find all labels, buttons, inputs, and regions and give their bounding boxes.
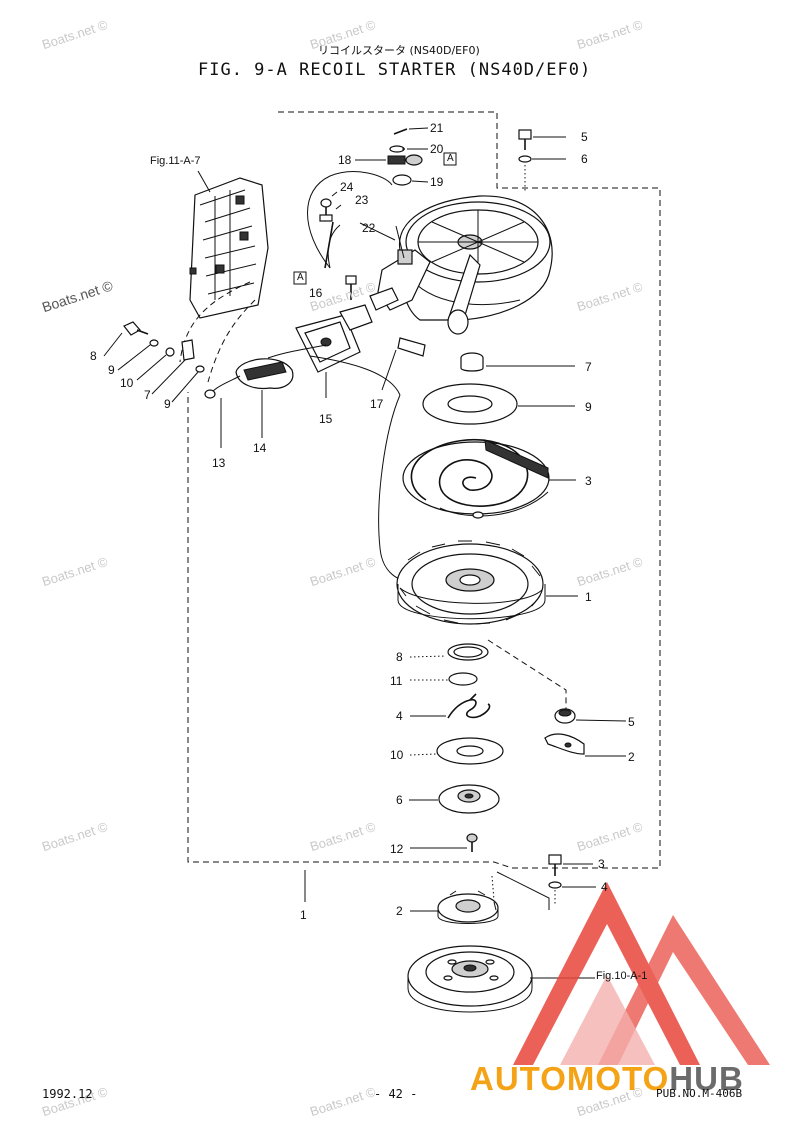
callout-11[interactable]: 11 — [390, 674, 403, 688]
o-ring-8 — [409, 643, 489, 661]
screw-and-clip — [319, 191, 342, 222]
reference-box-a-lower: A — [297, 272, 304, 283]
drive-hub-2 — [410, 871, 550, 924]
friction-plate-10 — [409, 737, 504, 765]
pawl-2 — [544, 733, 626, 757]
callout-12[interactable]: 12 — [390, 842, 404, 856]
mounting-bracket — [189, 177, 269, 319]
callout-21[interactable]: 21 — [430, 121, 444, 135]
rope-pulley-1 — [396, 540, 578, 625]
callout-19[interactable]: 19 — [430, 175, 444, 189]
brand-wordmark-auto: AUTOMOTO — [470, 1060, 670, 1097]
fig-reference-flywheel[interactable]: Fig.10-A-1 — [596, 970, 648, 982]
ring-11 — [410, 672, 478, 686]
callout-14[interactable]: 14 — [253, 441, 267, 455]
bolt-5-top — [518, 129, 566, 192]
callout-23[interactable]: 23 — [355, 193, 369, 207]
callout-22[interactable]: 22 — [362, 221, 376, 235]
brand-logo-mark — [513, 882, 770, 1065]
callout-13[interactable]: 13 — [212, 456, 226, 470]
callout-3-right[interactable]: 3 — [585, 474, 592, 488]
top-small-parts — [355, 127, 429, 186]
callout-10-center[interactable]: 10 — [390, 748, 404, 762]
callout-2-bottom[interactable]: 2 — [396, 904, 403, 918]
title-japanese: リコイルスタータ (NS40D/EF0) — [318, 44, 480, 57]
callout-9-right[interactable]: 9 — [585, 400, 592, 414]
callout-5-top[interactable]: 5 — [581, 130, 588, 144]
footer-publication-number: PUB.NO.M-406B — [656, 1087, 743, 1100]
screw-12 — [410, 833, 478, 852]
footer-page-number: - 42 - — [374, 1087, 418, 1101]
brand-wordmark: AUTOMOTOHUB — [470, 1060, 744, 1098]
brand-wordmark-hub: HUB — [669, 1060, 744, 1097]
drive-plate-6 — [409, 784, 500, 814]
left-small-parts — [103, 321, 205, 403]
cable-guide-15 — [295, 304, 373, 398]
recoil-housing — [369, 195, 553, 335]
cap-5 — [554, 708, 627, 724]
spiral-spring-3 — [402, 439, 576, 519]
callout-1-right[interactable]: 1 — [585, 590, 592, 604]
callout-1-bottom[interactable]: 1 — [300, 908, 307, 922]
callout-17[interactable]: 17 — [370, 397, 384, 411]
callout-5-right[interactable]: 5 — [628, 715, 635, 729]
callout-16[interactable]: 16 — [309, 286, 323, 300]
callout-2-right[interactable]: 2 — [628, 750, 635, 764]
part-17 — [381, 337, 426, 391]
bolt-16 — [345, 275, 357, 300]
reference-box-a-upper: A — [447, 153, 454, 164]
callout-15[interactable]: 15 — [319, 412, 333, 426]
return-spring-4 — [410, 693, 491, 719]
throttle-cable — [307, 171, 393, 269]
callout-10-left[interactable]: 10 — [120, 376, 134, 390]
callout-18[interactable]: 18 — [338, 153, 352, 167]
bushing-7 — [460, 352, 575, 372]
footer-date: 1992.12 — [42, 1087, 93, 1101]
figure-title: FIG. 9-A RECOIL STARTER (NS40D/EF0) — [198, 60, 592, 80]
callout-3-bottom[interactable]: 3 — [598, 857, 605, 871]
fig-reference-bracket[interactable]: Fig.11-A-7 — [150, 155, 201, 167]
washer-9 — [422, 383, 575, 425]
callout-24[interactable]: 24 — [340, 180, 354, 194]
assembly-outline — [187, 111, 661, 869]
callout-9-left[interactable]: 9 — [108, 363, 115, 377]
callout-20[interactable]: 20 — [430, 142, 444, 156]
callout-6-top[interactable]: 6 — [581, 152, 588, 166]
callout-8-left[interactable]: 8 — [90, 349, 97, 363]
callout-7-right[interactable]: 7 — [585, 360, 592, 374]
starter-handle — [204, 344, 327, 448]
callout-6-center[interactable]: 6 — [396, 793, 403, 807]
flywheel — [407, 945, 595, 1013]
callout-4-bottom[interactable]: 4 — [601, 880, 608, 894]
callout-9-left-lower[interactable]: 9 — [164, 397, 171, 411]
bolt-3-bottom — [548, 854, 596, 905]
callout-4-center[interactable]: 4 — [396, 709, 403, 723]
callout-8-center[interactable]: 8 — [396, 650, 403, 664]
callout-7-left[interactable]: 7 — [144, 388, 151, 402]
